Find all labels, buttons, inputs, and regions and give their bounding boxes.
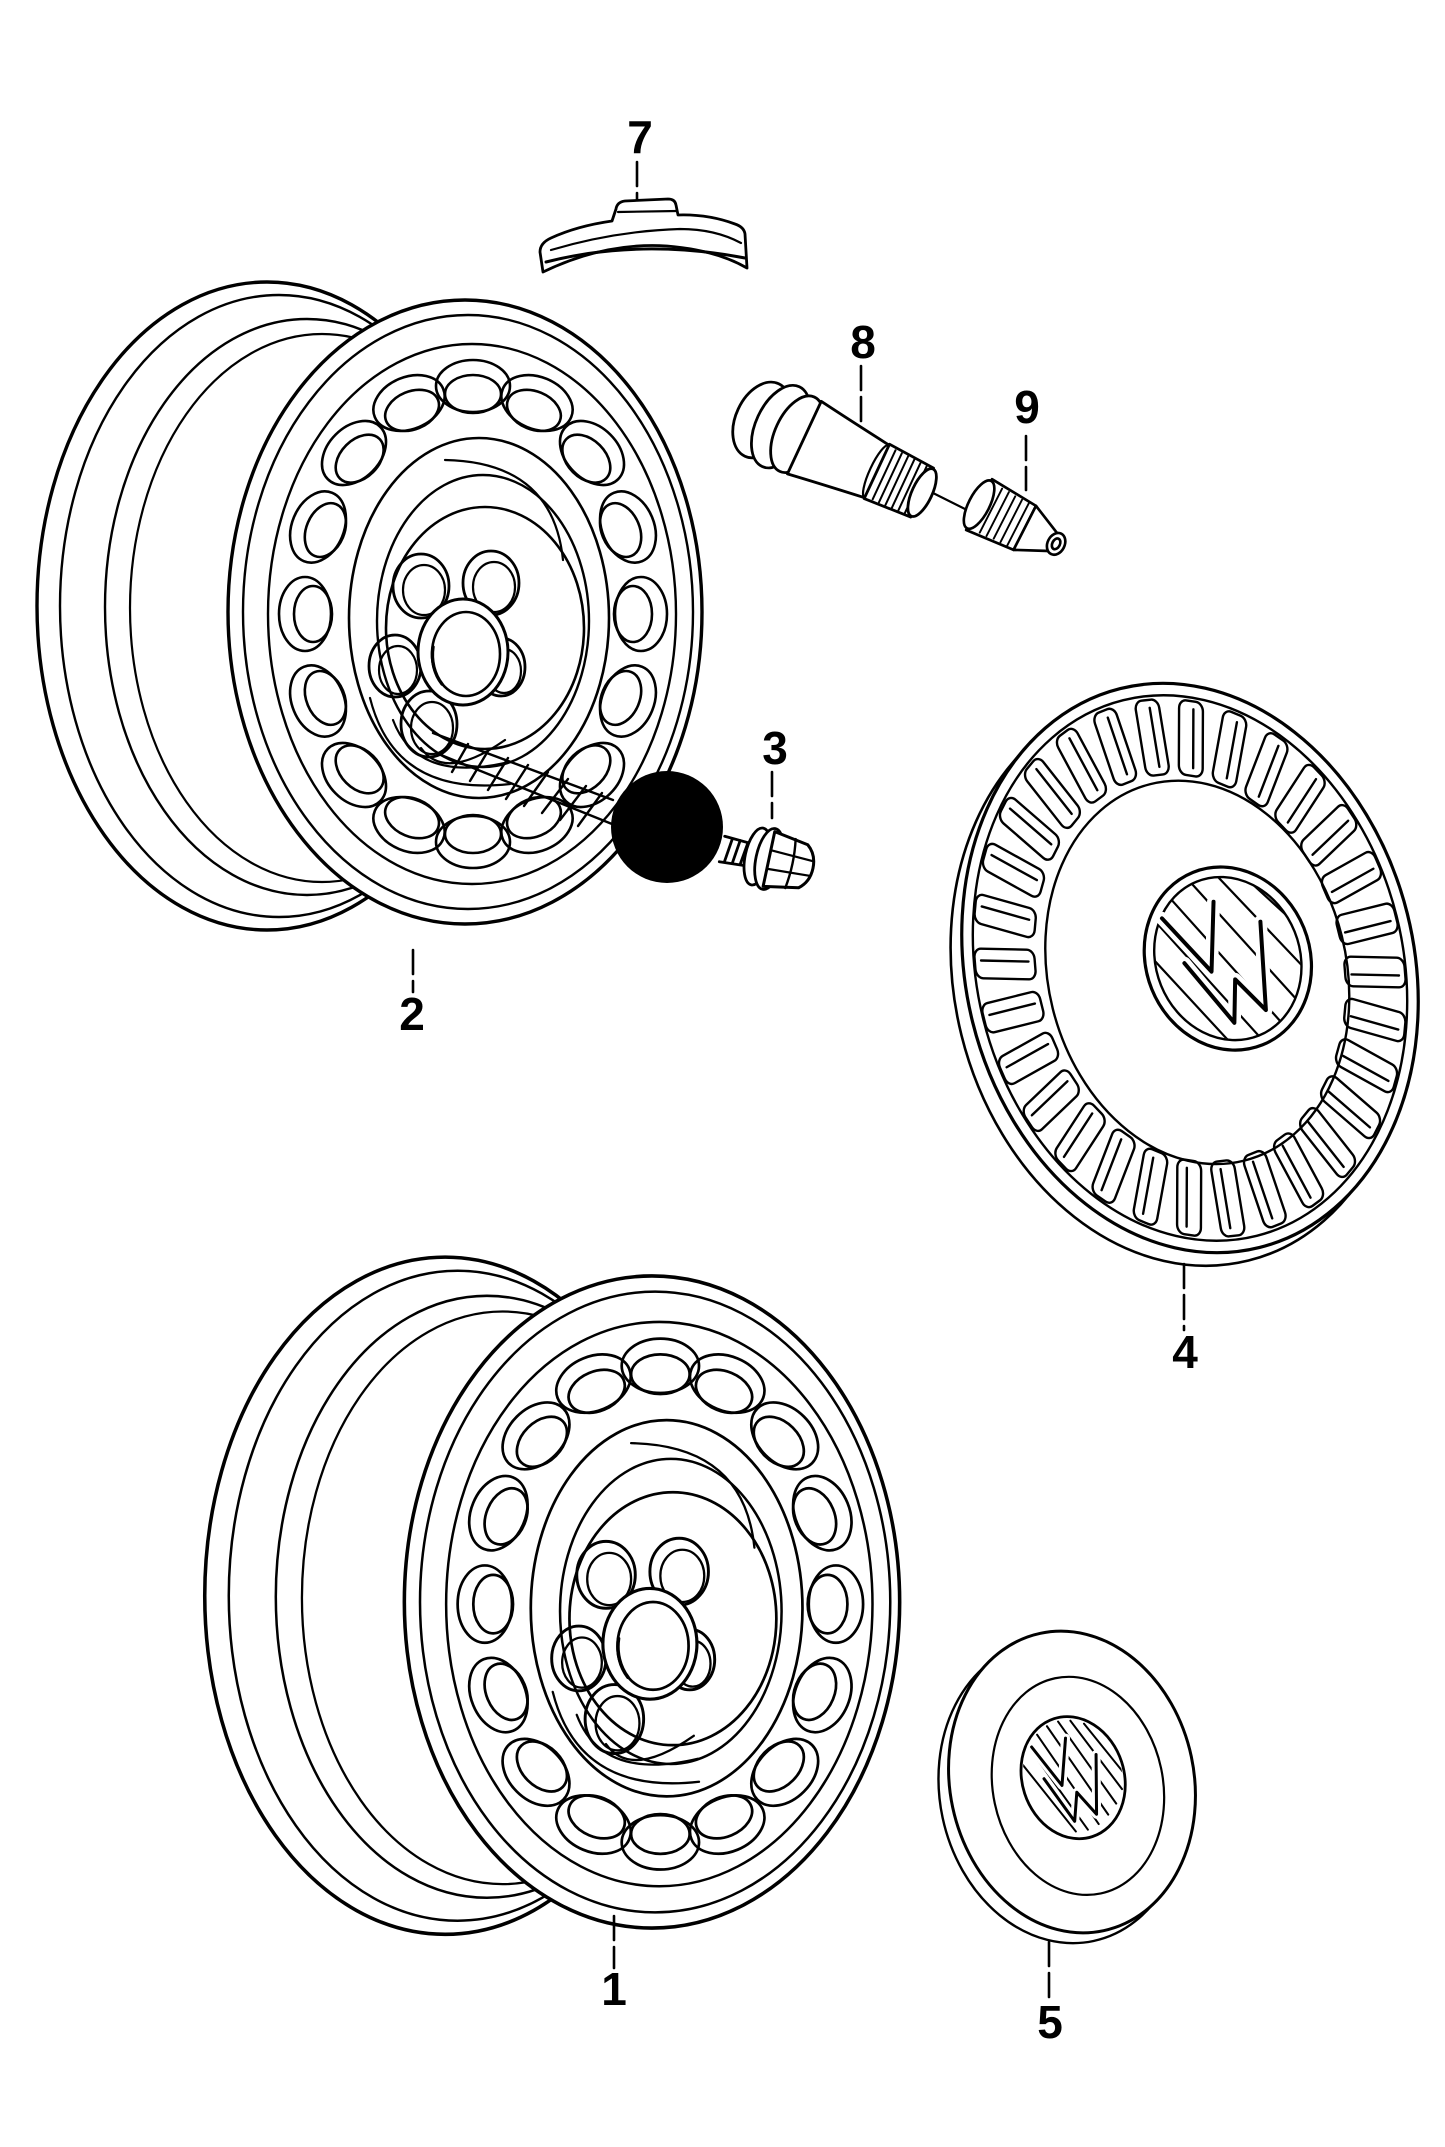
leader-lines (411, 160, 1186, 2000)
callout-8: 8 (850, 316, 876, 368)
steel-wheel-part-1 (202, 1255, 902, 1937)
highlight-dot (611, 771, 723, 883)
valve-insert-part-9 (962, 477, 1067, 557)
wheel-trim-part-4 (949, 681, 1420, 1268)
callout-1: 1 (601, 1963, 627, 2015)
callout-3: 3 (762, 722, 788, 774)
tyre-valve-part-8 (731, 380, 973, 519)
center-cap-part-5 (937, 1629, 1197, 1945)
callout-7: 7 (627, 111, 653, 163)
callout-5: 5 (1037, 1996, 1063, 2048)
callout-4: 4 (1172, 1326, 1198, 1378)
vw-logo-icon (1019, 1715, 1127, 1841)
balance-weight-part-7 (538, 197, 749, 274)
callout-labels: 1 2 3 4 5 7 8 9 (399, 111, 1198, 2048)
vw-logo-icon (1135, 865, 1314, 1052)
pointer-wedge (431, 731, 615, 828)
callout-9: 9 (1014, 381, 1040, 433)
steel-wheel-part-2 (35, 280, 704, 932)
callout-2: 2 (399, 988, 425, 1040)
wheel-bolt-part-3 (611, 771, 816, 891)
